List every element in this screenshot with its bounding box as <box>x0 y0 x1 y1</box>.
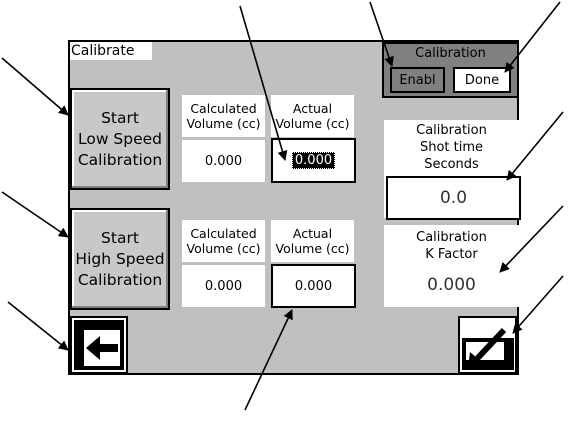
done-button[interactable]: Done <box>453 67 511 93</box>
high-actual-volume-header: Actual Volume (cc) <box>271 220 354 262</box>
shot-time-caption-line2: Shot time <box>419 140 484 155</box>
k-factor-panel: Calibration K Factor 0.000 <box>384 225 519 307</box>
low-calculated-value-text: 0.000 <box>204 153 243 169</box>
shot-time-value-text: 0.0 <box>439 188 468 208</box>
k-factor-caption-line1: Calibration <box>416 230 487 245</box>
high-actual-volume-input[interactable]: 0.000 <box>271 264 356 308</box>
callout-high-speed-button <box>1 191 69 238</box>
exit-arrow-icon <box>74 320 124 370</box>
calibrate-screen: Calibrate Start Low Speed Calibration Ca… <box>68 40 521 375</box>
k-factor-value-text: 0.000 <box>427 275 476 295</box>
enable-button-label: Enabl <box>399 72 436 88</box>
enable-button[interactable]: Enabl <box>390 67 445 93</box>
high-calculated-volume-value: 0.000 <box>182 265 265 307</box>
callout-low-speed-button <box>1 57 69 116</box>
k-factor-caption: Calibration K Factor <box>384 229 519 263</box>
shot-time-panel: Calibration Shot time Seconds 0.0 <box>384 120 521 220</box>
shot-time-value: 0.0 <box>386 176 521 220</box>
low-actual-header-line1: Actual <box>292 101 333 116</box>
start-low-label-1: Start <box>101 108 139 127</box>
k-factor-value: 0.000 <box>386 265 517 305</box>
start-low-label-3: Calibration <box>77 150 163 169</box>
k-factor-caption-line2: K Factor <box>425 247 478 262</box>
low-actual-value-text: 0.000 <box>291 152 336 169</box>
back-button[interactable] <box>70 316 128 374</box>
low-actual-volume-header: Actual Volume (cc) <box>271 95 354 137</box>
accept-button[interactable] <box>458 316 517 374</box>
start-high-label-2: High Speed <box>75 249 165 268</box>
shot-time-caption-line1: Calibration <box>416 123 487 138</box>
high-actual-value-text: 0.000 <box>294 278 333 294</box>
shot-time-caption-line3: Seconds <box>424 157 479 172</box>
start-high-speed-calibration-button[interactable]: Start High Speed Calibration <box>70 208 170 310</box>
low-calculated-volume-header: Calculated Volume (cc) <box>182 95 265 137</box>
start-low-speed-calibration-button[interactable]: Start Low Speed Calibration <box>70 88 170 190</box>
shot-time-caption: Calibration Shot time Seconds <box>384 122 519 173</box>
done-button-label: Done <box>464 72 500 88</box>
callout-back-button <box>7 301 69 351</box>
checkmark-arrow-icon <box>462 327 514 370</box>
high-calculated-volume-header: Calculated Volume (cc) <box>182 220 265 262</box>
low-calc-header-line2: Volume (cc) <box>186 116 261 131</box>
callout-accept-button <box>512 275 564 334</box>
low-calc-header-line1: Calculated <box>190 101 257 116</box>
high-actual-header-line2: Volume (cc) <box>275 241 350 256</box>
start-low-label-2: Low Speed <box>77 129 163 148</box>
high-calc-header-line2: Volume (cc) <box>186 241 261 256</box>
low-calculated-volume-value: 0.000 <box>182 140 265 182</box>
start-high-label-3: Calibration <box>77 270 163 289</box>
low-actual-volume-input[interactable]: 0.000 <box>271 138 356 183</box>
window-title: Calibrate <box>70 42 152 60</box>
high-calculated-value-text: 0.000 <box>204 278 243 294</box>
calibration-group-label: Calibration <box>415 46 486 61</box>
low-actual-header-line2: Volume (cc) <box>275 116 350 131</box>
high-calc-header-line1: Calculated <box>190 226 257 241</box>
calibration-mode-group: Calibration Enabl Done <box>382 42 519 98</box>
start-high-label-1: Start <box>101 228 139 247</box>
high-actual-header-line1: Actual <box>292 226 333 241</box>
